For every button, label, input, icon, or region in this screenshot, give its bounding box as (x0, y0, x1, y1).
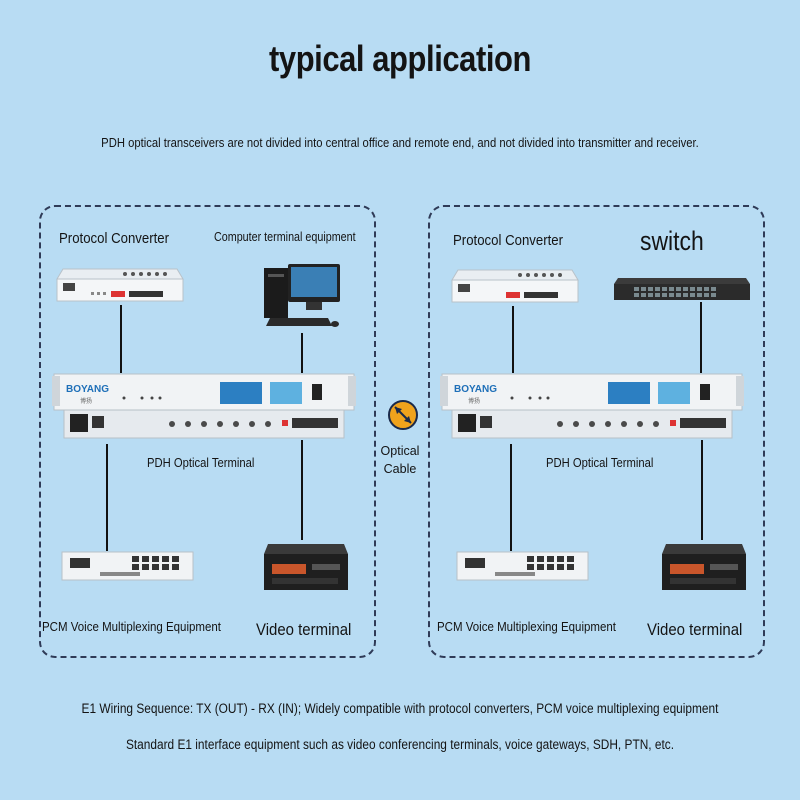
left-site-panel (39, 205, 376, 658)
right-protocol-converter-device (451, 269, 579, 303)
left-computer-link (301, 333, 303, 373)
right-video-terminal-label: Video terminal (647, 620, 743, 639)
right-pdh-brand: BOYANG (454, 384, 497, 395)
right-pdh-terminal-device: BOYANG 博扬 (440, 373, 744, 439)
right-converter-link (512, 306, 514, 373)
right-video-link (701, 440, 703, 540)
right-switch-link (700, 302, 702, 373)
left-video-terminal-device (264, 544, 348, 590)
right-pdh-brand-cn: 博扬 (468, 397, 480, 405)
left-pdh-brand-cn: 博扬 (80, 397, 92, 405)
left-pcm-device (61, 551, 194, 581)
left-pdh-terminal-device: BOYANG 博扬 (52, 373, 356, 439)
footer-line-2: Standard E1 interface equipment such as … (125, 737, 675, 752)
right-pcm-link (510, 444, 512, 551)
left-pdh-terminal-label: PDH Optical Terminal (147, 456, 255, 470)
optical-cable-label: Optical Cable (372, 442, 428, 478)
right-protocol-converter-label: Protocol Converter (453, 232, 564, 249)
switch-device (614, 278, 750, 300)
left-video-terminal-label: Video terminal (256, 620, 352, 639)
left-protocol-converter-label: Protocol Converter (59, 230, 170, 247)
right-video-terminal-device (662, 544, 746, 590)
page-subtitle: PDH optical transceivers are not divided… (101, 136, 699, 150)
optical-cable-label-line2: Cable (383, 462, 417, 476)
right-pcm-device (456, 551, 589, 581)
computer-icon (264, 264, 340, 327)
footer-line-1: E1 Wiring Sequence: TX (OUT) - RX (IN); … (81, 701, 719, 716)
right-pcm-label: PCM Voice Multiplexing Equipment (437, 620, 616, 634)
optical-cable-label-line1: Optical (380, 444, 420, 458)
optical-cable-icon (388, 400, 418, 430)
right-switch-label: switch (640, 226, 704, 256)
left-protocol-converter-device (56, 268, 184, 302)
left-video-link (301, 440, 303, 540)
left-pcm-link (106, 444, 108, 551)
left-pdh-brand: BOYANG (66, 384, 109, 395)
right-site-panel (428, 205, 765, 658)
left-computer-terminal-label: Computer terminal equipment (214, 230, 356, 244)
right-pdh-terminal-label: PDH Optical Terminal (546, 456, 654, 470)
left-converter-link (120, 305, 122, 373)
page-title: typical application (269, 38, 531, 79)
left-pcm-label: PCM Voice Multiplexing Equipment (42, 620, 221, 634)
